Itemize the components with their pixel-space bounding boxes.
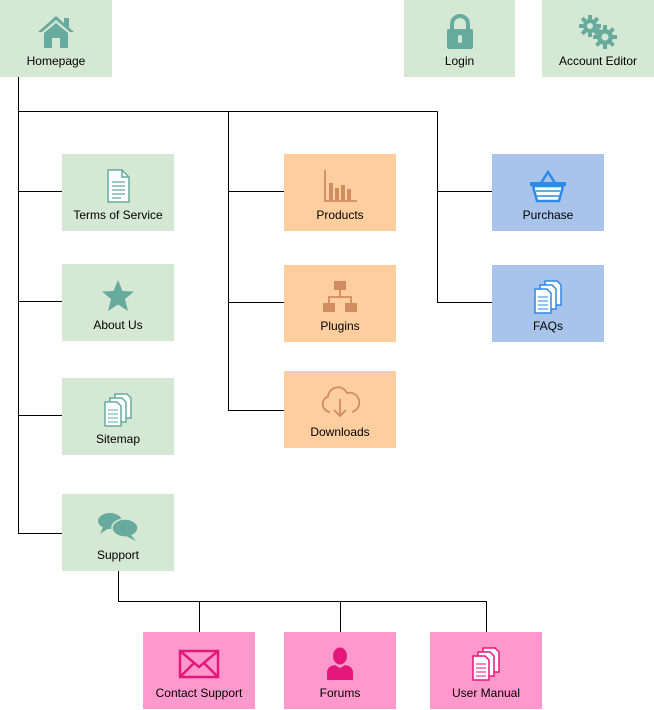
gears-icon [542, 12, 654, 52]
document-icon [62, 166, 174, 206]
faqs-label: FAQs [532, 319, 563, 333]
support-connector [118, 571, 487, 632]
user-icon [284, 644, 396, 684]
user-manual-node[interactable]: User Manual [430, 632, 542, 709]
sitemap-label: Sitemap [95, 432, 141, 446]
middle-trunk-connector [228, 111, 284, 411]
star-icon [62, 276, 174, 316]
plugins-label: Plugins [320, 319, 360, 333]
login-node[interactable]: Login [404, 0, 515, 77]
lock-icon [404, 12, 515, 52]
left-trunk-connector [18, 111, 62, 534]
user-manual-label: User Manual [451, 686, 521, 700]
bar-chart-icon [284, 166, 396, 206]
cloud-download-icon [284, 383, 396, 423]
downloads-node[interactable]: Downloads [284, 371, 396, 448]
homepage-label: Homepage [26, 54, 86, 68]
home-icon [0, 12, 112, 52]
homepage-node[interactable]: Homepage [0, 0, 112, 77]
pages-icon [62, 390, 174, 430]
contact-support-label: Contact Support [155, 686, 243, 700]
about-us-node[interactable]: About Us [62, 264, 174, 341]
forums-label: Forums [319, 686, 361, 700]
downloads-label: Downloads [310, 425, 370, 439]
products-label: Products [316, 208, 364, 222]
pages-icon [430, 644, 542, 684]
terms-of-service-label: Terms of Service [73, 208, 163, 222]
forums-node[interactable]: Forums [284, 632, 396, 709]
about-us-label: About Us [93, 318, 143, 332]
hierarchy-icon [284, 277, 396, 317]
purchase-label: Purchase [522, 208, 574, 222]
chat-bubbles-icon [62, 506, 174, 546]
purchase-node[interactable]: Purchase [492, 154, 604, 231]
account-editor-label: Account Editor [558, 54, 638, 68]
support-node[interactable]: Support [62, 494, 174, 571]
right-trunk-connector [437, 111, 492, 303]
faqs-node[interactable]: FAQs [492, 265, 604, 342]
support-label: Support [96, 548, 140, 562]
terms-of-service-node[interactable]: Terms of Service [62, 154, 174, 231]
homepage-connector [18, 77, 438, 112]
account-editor-node[interactable]: Account Editor [542, 0, 654, 77]
envelope-icon [143, 644, 255, 684]
basket-icon [492, 166, 604, 206]
login-label: Login [444, 54, 475, 68]
contact-support-node[interactable]: Contact Support [143, 632, 255, 709]
products-node[interactable]: Products [284, 154, 396, 231]
plugins-node[interactable]: Plugins [284, 265, 396, 342]
pages-icon [492, 277, 604, 317]
sitemap-node[interactable]: Sitemap [62, 378, 174, 455]
